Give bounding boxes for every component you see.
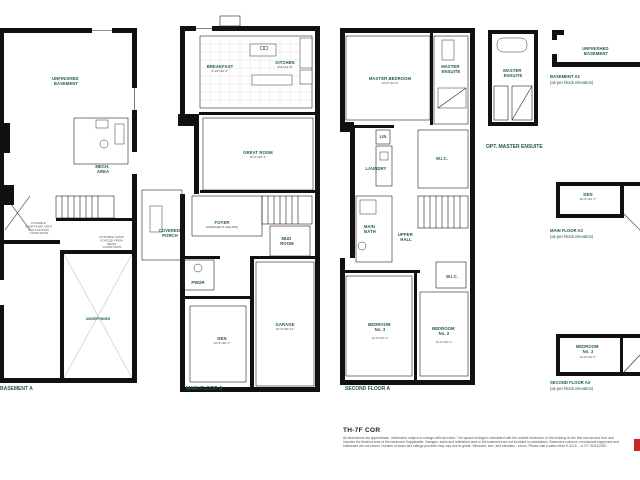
room-master-bedroom: MASTER BEDROOM: [369, 76, 412, 81]
subcaption-basement-a2: (as per block elevation): [550, 80, 594, 85]
dim-breakfast: 8'-10"x12'-0": [212, 69, 229, 73]
caption-opt-ensuite: OPT. MASTER ENSUITE: [486, 144, 543, 150]
model-name: TH-7F COR: [343, 427, 381, 434]
room-mech-area: MECH. AREA: [95, 164, 110, 174]
dim-foyer: (AVERAGE 8' CEILING): [206, 225, 238, 229]
dim-bed2: 11'-0"x13'-1": [436, 340, 453, 344]
room-great: GREAT ROOM: [243, 150, 273, 155]
dim-great: 16'-0"x15'-1": [250, 155, 267, 159]
disclaimer-text: All dimensions are approximate. Informat…: [343, 436, 619, 449]
room-pwdr: PWDR: [191, 280, 204, 285]
room-wic: W.I.C.: [436, 156, 448, 161]
room-bedroom-2: BEDROOM No. 2: [432, 326, 456, 336]
room-porch: COVERED PORCH: [159, 228, 182, 238]
plan-second-floor: MASTER BEDROOM 16'-6"x12'-0" MASTER ENSU…: [340, 28, 475, 392]
room-breakfast: BREAKFAST: [207, 64, 234, 69]
caption-second-floor-a: SECOND FLOOR A: [345, 386, 390, 392]
dim-bed3-a3: 11'-0"x13'-1": [580, 355, 597, 359]
caption-main-a3: MAIN FLOOR A3: [550, 228, 584, 233]
room-den-a3: DEN: [583, 192, 592, 197]
room-underpinned: UNDERPINNED: [86, 317, 111, 321]
dim-bed3: 11'-0"x13'-1": [372, 336, 389, 340]
room-wic-2: W.I.C.: [446, 274, 458, 279]
subcaption-main-a3: (as per block elevation): [550, 234, 594, 239]
room-laundry: LAUNDRY: [365, 166, 386, 171]
subcaption-second-a3: (as per block elevation): [550, 386, 594, 391]
dim-master: 16'-6"x12'-0": [382, 81, 399, 85]
room-garage: GARAGE: [276, 322, 295, 327]
room-mud: MUD ROOM: [280, 236, 294, 246]
caption-main-floor-a: MAIN FLOOR A: [186, 386, 223, 392]
room-den: DEN: [217, 336, 226, 341]
room-bed3-a3: BEDROOM No. 3: [576, 344, 600, 354]
room-master-ensuite: MASTER ENSUITE: [441, 64, 461, 74]
room-unfinished-a2: UNFINISHED BASEMENT: [582, 46, 610, 56]
note-sump-right: POSSIBLE SUMP FORCED FROM BEAM CONDITION…: [99, 235, 124, 249]
room-main-bath: MAIN BATH: [364, 224, 376, 234]
plan-second-a3: BEDROOM No. 3 11'-0"x13'-1" SECOND FLOOR…: [550, 334, 640, 391]
room-unfinished-basement: UNFINISHED BASEMENT: [52, 76, 80, 86]
dim-den: 10'-6"x10'-7": [214, 341, 231, 345]
caption-basement-a: BASEMENT A: [0, 386, 33, 392]
caption-second-a3: SECOND FLOOR A3: [550, 380, 591, 385]
dim-den-a3: 10'-6"x10'-7": [580, 197, 597, 201]
room-bedroom-3: BEDROOM No. 3: [368, 322, 392, 332]
plan-basement-a2: UNFINISHED BASEMENT BASEMENT A2 (as per …: [550, 30, 640, 85]
plan-main-floor: BREAKFAST 8'-10"x12'-0" KITCHEN 8'-6"x12…: [141, 15, 320, 392]
dim-kitchen: 8'-6"x12'-0": [277, 65, 292, 69]
brand-mark: [634, 439, 640, 451]
plan-basement: UNFINISHED BASEMENT MECH. AREA POSSIBLE …: [0, 28, 137, 392]
caption-basement-a2: BASEMENT A2: [550, 74, 581, 79]
note-sump-left: POSSIBLE SUMP PUMP, VENT PER FOOTING CON…: [25, 221, 53, 235]
room-upper-hall: UPPER HALL: [398, 232, 414, 242]
plan-opt-ensuite: MASTER ENSUITE OPT. MASTER ENSUITE: [486, 30, 543, 150]
dim-garage: 10'-6"x20'-11": [276, 327, 294, 331]
room-lin: LIN: [379, 134, 386, 139]
plan-main-a3: DEN 10'-6"x10'-7" MAIN FLOOR A3 (as per …: [550, 182, 640, 239]
room-opt-ensuite: MASTER ENSUITE: [503, 68, 523, 78]
room-kitchen: KITCHEN: [275, 60, 294, 65]
room-foyer: FOYER: [215, 220, 230, 225]
